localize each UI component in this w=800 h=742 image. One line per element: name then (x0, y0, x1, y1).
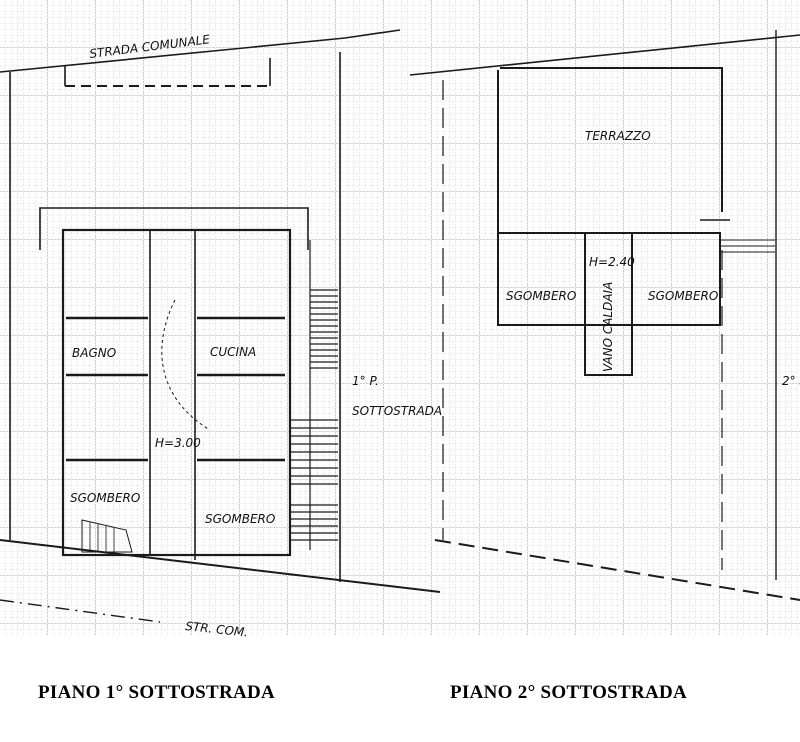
partial-floor-label: 2° SOTT (782, 374, 800, 388)
building-outline (39, 207, 309, 250)
road-bottom-line (0, 539, 441, 593)
room-label-cucina: CUCINA (210, 345, 256, 359)
road-top-line (0, 29, 401, 73)
stairs (290, 240, 338, 550)
room-label-sgombero: SGOMBERO (70, 491, 140, 505)
left-plan (0, 29, 441, 623)
boiler-room-label: VANO CALDAIA (601, 282, 615, 372)
room-label-sgombero: SGOMBERO (205, 512, 275, 526)
room-label-sgombero: SGOMBERO (648, 289, 718, 303)
caption-right-plan: PIANO 2° SOTTOSTRADA (450, 682, 688, 703)
road-bottom-label: STR. COM. (185, 619, 249, 639)
stair-hatch (81, 519, 133, 553)
floor-plan-drawing: STRADA COMUNALE STR. COM. BAGNO CUCINA S… (0, 0, 800, 640)
terrace-label: TERRAZZO (585, 129, 651, 143)
height-label-right: H=2.40 (589, 255, 635, 269)
height-label: H=3.00 (155, 436, 201, 450)
room-label-sgombero: SGOMBERO (506, 289, 576, 303)
room-block (61, 228, 292, 557)
caption-left-plan: PIANO 1° SOTTOSTRADA (38, 682, 276, 703)
boiler-room (584, 232, 633, 376)
floor-label-line2: SOTTOSTRADA (352, 404, 442, 418)
right-plan (409, 30, 800, 601)
floor-label-line1: 1° P. (352, 374, 379, 388)
room-label-bagno: BAGNO (72, 346, 116, 360)
road-top-line-right (409, 34, 800, 76)
